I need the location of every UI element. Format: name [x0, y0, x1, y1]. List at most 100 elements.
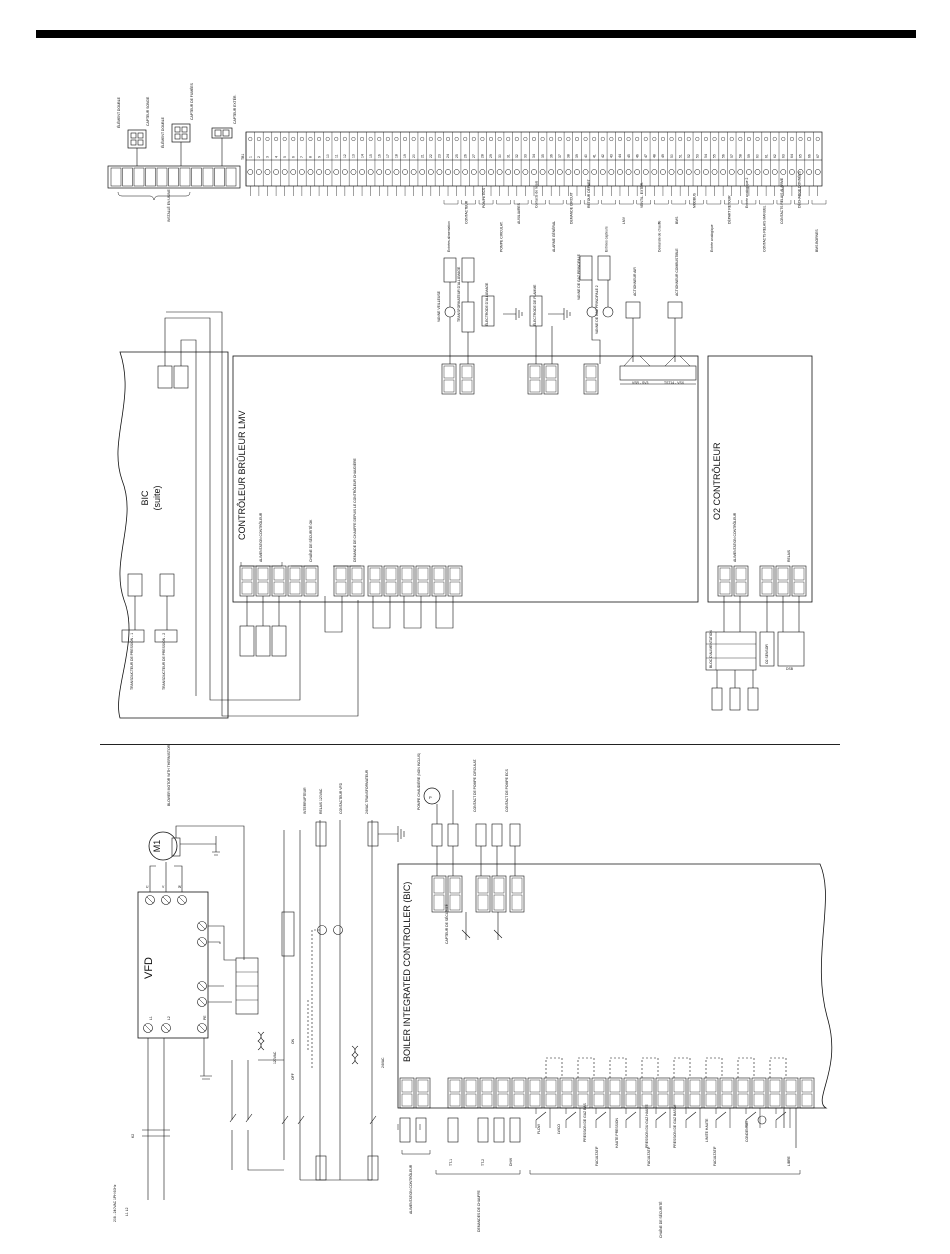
safety-switch [535, 1111, 547, 1121]
safety-switch [625, 1111, 637, 1121]
lmv-section-chaine: CHAÎNE DE SÉCURITÉ OK [308, 519, 313, 562]
tb1-screw [754, 169, 761, 175]
main-supply-label: 208 - 240VAC 1PH 60Hz [113, 1184, 117, 1222]
tb1-screw [574, 169, 580, 175]
tb1-terminal-number: 4 [274, 156, 278, 158]
comp-vanne-gaz-2: VANNE DE GAZ PRINCIPALE 2 [595, 285, 599, 334]
tb1-terminal-number: 44 [618, 154, 622, 158]
tb1-screw [436, 169, 443, 175]
tb1-terminal-number: 30 [498, 154, 502, 158]
bic-suite-box: BIC (suite) TRANSDUCTEUR DE PRESSION - 1… [117, 311, 359, 719]
safety-switch [655, 1111, 667, 1121]
sensor-terminal [179, 167, 191, 187]
tb1-terminal-number: 56 [721, 154, 725, 158]
lmv-terminal [333, 565, 349, 597]
transducteur-1-label: TRANSDUCTEUR DE PRESSION - 1 [130, 633, 134, 690]
safety-switch [685, 1111, 697, 1121]
bic-safety-terminal [575, 1077, 591, 1109]
tb1-screw [350, 169, 357, 175]
tt2-label: TT-2 [481, 1159, 485, 1166]
comp-electrode-flamme: ÉLECTRODE DE FLAMME [532, 284, 537, 326]
pump-symbol: P [429, 795, 432, 800]
bic-group-fac3: FACULTATIF [713, 1146, 717, 1166]
bic-bottom-terminal [511, 1077, 527, 1109]
bic-safety-terminal [751, 1077, 767, 1109]
comp-vanne-veilleuse: VANNE VEILLEUSE [437, 290, 441, 322]
safety-gaz-bas: PRESSION DE GAZ BAS [583, 1102, 587, 1142]
tb1-screw [651, 169, 658, 175]
vfd-terminal-label: PE [203, 1015, 207, 1020]
bic-safety-terminal [687, 1077, 703, 1109]
bic-safety-terminal [799, 1077, 815, 1109]
tb1-group-label: CONTACTS RELAIS ALARME [780, 177, 784, 224]
lmv-top-terminal [527, 363, 543, 395]
tb1-terminal-number: 34 [532, 154, 536, 158]
pump-contacts: P POMPE CHAUDIÈRE (NON INCLUS) CONTACT D… [416, 753, 521, 944]
motor-m1: M1 [152, 840, 162, 853]
bic-suite-subtitle: (suite) [152, 485, 162, 510]
tb1-terminal-number: 10 [326, 154, 330, 158]
tb1-screw [763, 169, 769, 175]
o2-power-box-label: BLOC D'ALIMENTATION [709, 630, 713, 668]
bic-top-terminal [509, 875, 525, 913]
lmv-terminal [447, 565, 463, 597]
tb1-screw [281, 169, 288, 175]
tb1-screw [402, 169, 408, 175]
vfd-terminal-label: W [178, 885, 182, 889]
tb1-screw [410, 169, 417, 175]
bic-safety-terminal [735, 1077, 751, 1109]
motor-label: BLOWER MOTOR WITH THERMISTOR [167, 744, 171, 806]
tb1-screw [385, 169, 391, 175]
tb1-screw [814, 169, 821, 175]
bic-group-libre: LIBRE [787, 1155, 791, 1166]
tb1-group-label: POMPE ECS [482, 187, 486, 208]
vfd-terminal-label: L1 [149, 1016, 153, 1020]
bic-safety-terminal [639, 1077, 655, 1109]
contact-ecs-label: CONTACT DE POMPE ECS [505, 768, 509, 812]
bic-safety-terminal [623, 1077, 639, 1109]
tb1-screw [711, 169, 718, 175]
dhw-label: DHW [509, 1157, 513, 1166]
o2-section-relais: RELAIS [787, 549, 791, 562]
jumper-link [705, 1057, 723, 1078]
bic-safety-terminal [591, 1077, 607, 1109]
tb1-terminal-number: 47 [644, 154, 648, 158]
tb1-screw [565, 169, 572, 175]
tb1-screw [470, 169, 477, 175]
tb1-terminal-number: 58 [739, 154, 743, 158]
tb1-screw [642, 169, 649, 175]
power-wiring: 208 - 240VAC 1PH 60Hz L1 L2 K2 INTERRUPT… [113, 769, 405, 1222]
tb1-screw [247, 169, 254, 175]
tb1-terminal-number: 31 [506, 154, 510, 158]
o2-dsb-label: DSB [786, 667, 794, 671]
tb1-terminal-number: 33 [524, 154, 528, 158]
sensor-terminal [145, 167, 156, 187]
device-tag [579, 255, 593, 281]
tb1-terminal-number: 6 [291, 156, 295, 158]
bic-safety-terminal [783, 1077, 799, 1109]
bic-group-fac2: FACULTATIF [647, 1146, 651, 1166]
tb1-terminal-number: 41 [592, 154, 596, 158]
tb1-terminal-number: 17 [386, 154, 390, 158]
o2-terminal [733, 565, 749, 597]
sensor-terminal [202, 167, 214, 187]
tb1-screw [780, 169, 787, 175]
bic-safety-terminal [719, 1077, 735, 1109]
tb1-terminal-number: 42 [601, 154, 605, 158]
transducteur-2-label: TRANSDUCTEUR DE PRESSION - 2 [162, 633, 166, 690]
jumper-link [577, 1057, 595, 1078]
tb1-screw [771, 169, 778, 175]
lmv-terminal [287, 565, 303, 597]
bic-safety-terminal [655, 1077, 671, 1109]
tb1-group-label: AUXILIAIRES [517, 202, 521, 224]
o2-title: O2 CONTRÔLEUR [712, 442, 722, 520]
bic-bottom-terminal [479, 1077, 495, 1109]
tb1-terminal-number: 3 [266, 156, 270, 158]
jumper-link [609, 1057, 627, 1078]
tb1-terminal-number: 29 [489, 154, 493, 158]
lmv-title: CONTRÔLEUR BRÛLEUR LMV [237, 410, 247, 540]
lmv-top-terminal [583, 363, 599, 395]
tb1-screw [797, 169, 804, 175]
bic-safety-terminal [527, 1077, 543, 1109]
